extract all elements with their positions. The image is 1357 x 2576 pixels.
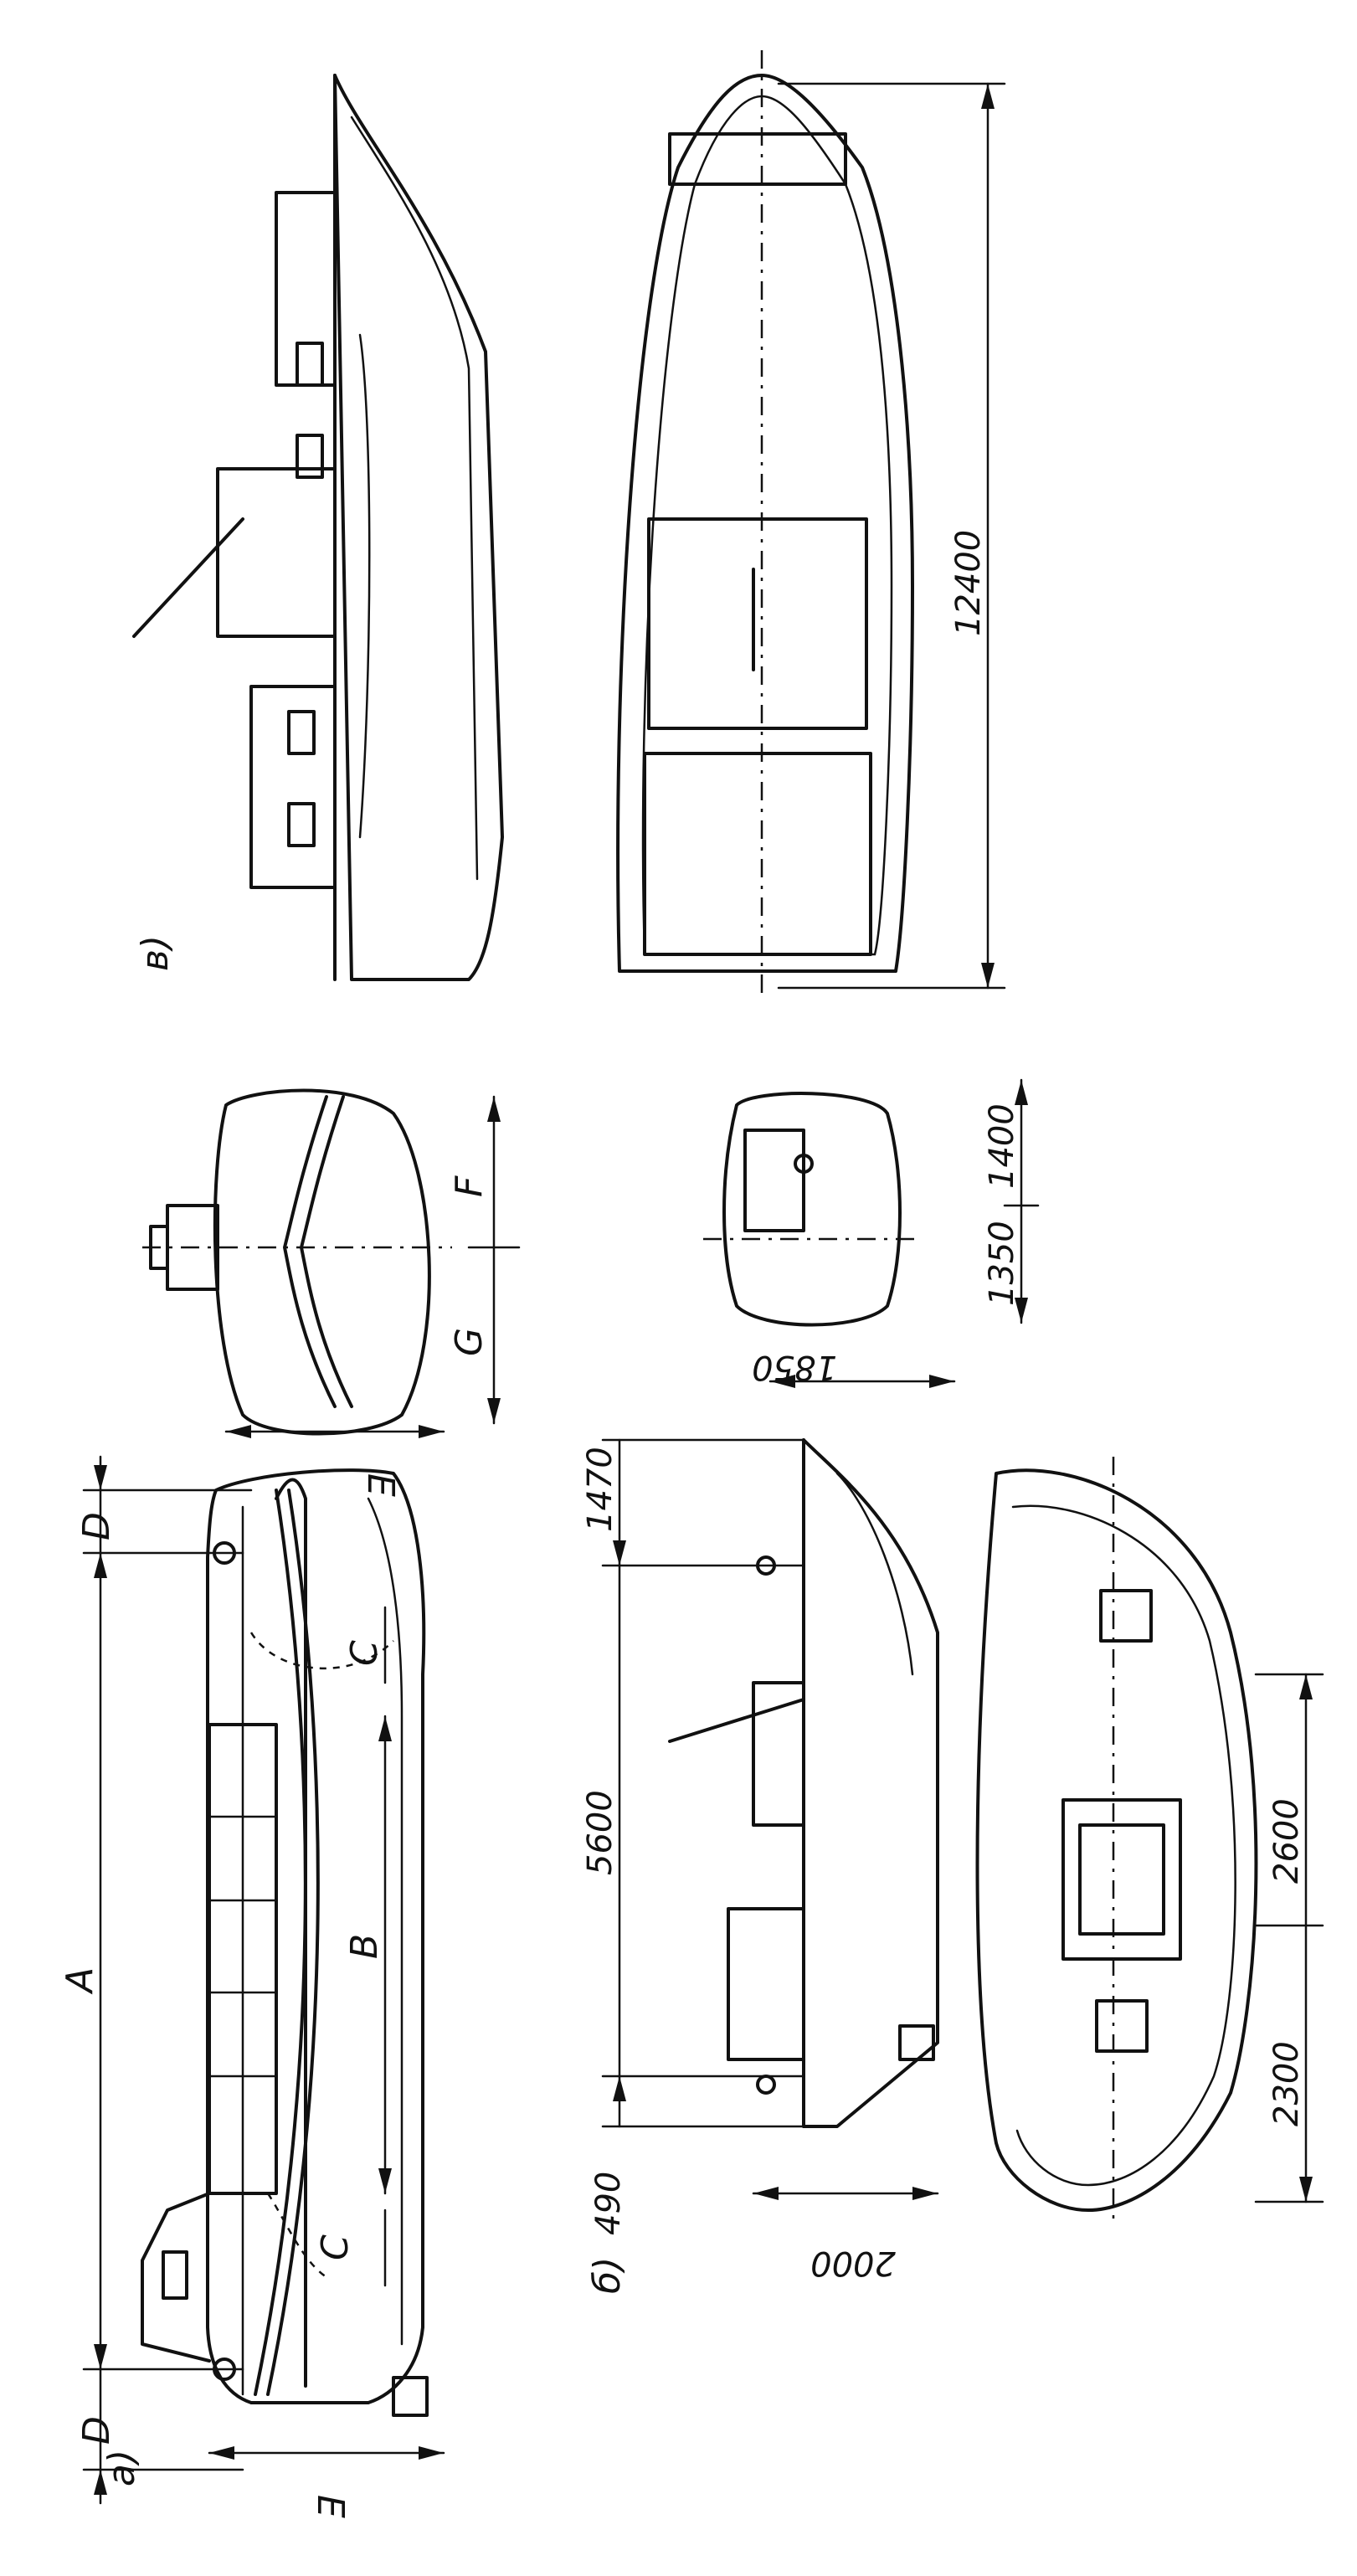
dim-label-2600: 2600 — [1267, 1798, 1306, 1884]
dim-label-2000: 2000 — [810, 2244, 896, 2282]
dim-label-F: F — [448, 1175, 491, 1197]
dim-label-1850: 1850 — [752, 1348, 837, 1386]
dim-label-E-stern: E — [309, 2495, 352, 2518]
dim-label-B: B — [343, 1934, 386, 1959]
panel-b-dimension-lines — [601, 1078, 1324, 2203]
panel-label-b: б) — [586, 2257, 629, 2294]
panel-v-side-view — [132, 74, 504, 981]
dim-label-C-stern: C — [314, 2234, 357, 2260]
dim-label-1350: 1350 — [983, 1221, 1021, 1306]
panel-b-side-view — [668, 1438, 939, 2128]
dim-label-1470: 1470 — [581, 1447, 619, 1532]
dim-label-1400: 1400 — [983, 1103, 1021, 1189]
panel-label-a: а) — [100, 2450, 143, 2486]
panel-v-dimension-line — [777, 82, 1006, 990]
panel-a-front-view — [142, 1088, 452, 1436]
dim-label-G: G — [448, 1328, 491, 1356]
panel-v-plan-view — [616, 50, 914, 996]
dim-label-490: 490 — [589, 2172, 628, 2235]
dim-label-D-stern: D — [75, 2416, 118, 2445]
labels: а) б) в) A B C C D D E E F G 1470 5600 4… — [59, 530, 1306, 2518]
dim-label-12400: 12400 — [949, 530, 988, 636]
dim-label-5600: 5600 — [581, 1790, 619, 1875]
panel-a-dimension-lines — [82, 1095, 521, 2505]
dim-label-2300: 2300 — [1267, 2041, 1306, 2126]
dim-label-E-bow: E — [359, 1473, 402, 1497]
dim-label-D-bow: D — [75, 1512, 118, 1540]
dim-label-A: A — [59, 1967, 101, 1995]
panel-b-plan-view — [975, 1457, 1258, 2227]
panel-b-front-view — [703, 1092, 921, 1327]
panel-label-v: в) — [134, 935, 177, 971]
panel-a-side-view — [141, 1468, 429, 2417]
dim-label-C-bow: C — [343, 1640, 386, 1666]
